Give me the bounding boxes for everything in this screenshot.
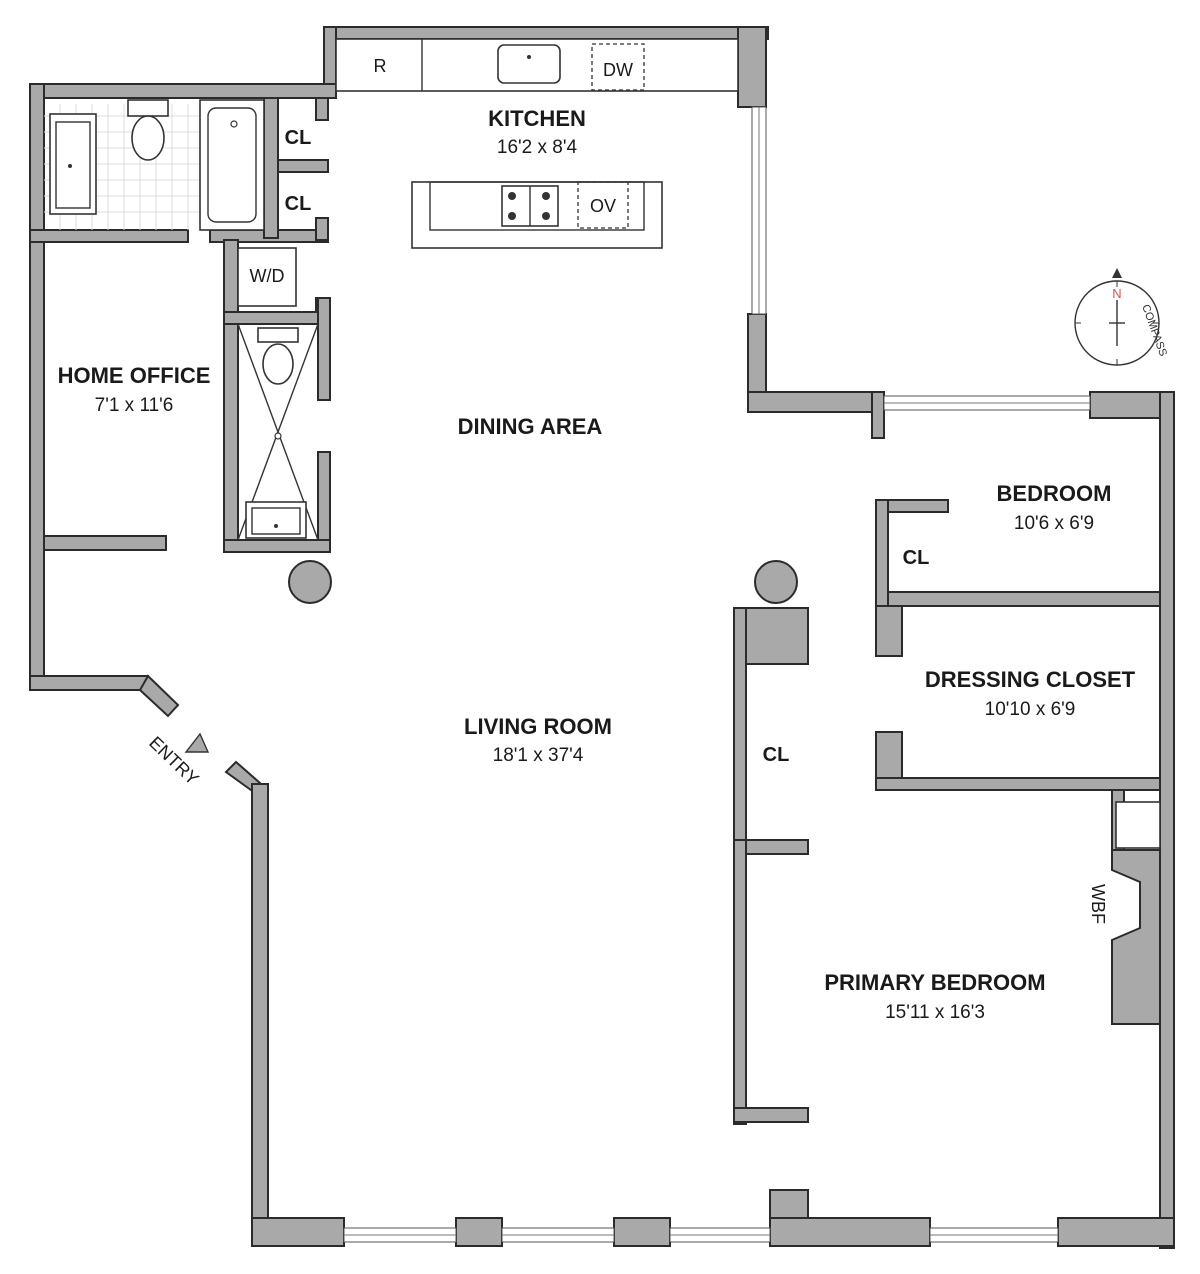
- home-office-name: HOME OFFICE: [58, 363, 211, 388]
- dressing-closet-name: DRESSING CLOSET: [925, 667, 1136, 692]
- toilet-bowl: [131, 115, 165, 161]
- closet-label: CL: [903, 547, 930, 569]
- windows: [343, 106, 1091, 1243]
- powder-toilet-bowl: [262, 343, 294, 385]
- oven-label: OV: [590, 196, 616, 216]
- closet-label: CL: [285, 127, 312, 149]
- laundry-powder: W/D: [237, 247, 319, 541]
- bedroom-name: BEDROOM: [997, 481, 1112, 506]
- room-labels: KITCHEN 16'2 x 8'4 HOME OFFICE 7'1 x 11'…: [58, 106, 1136, 1023]
- toilet-tank: [127, 99, 169, 117]
- living-room-name: LIVING ROOM: [464, 714, 612, 739]
- oven: [577, 181, 629, 229]
- kitchen-dims: 16'2 x 8'4: [497, 137, 578, 158]
- compass-north-label: N: [1112, 286, 1121, 301]
- bathtub: [199, 99, 265, 231]
- dining-area-name: DINING AREA: [458, 414, 603, 439]
- refrigerator-label: R: [374, 56, 387, 76]
- washer-dryer-label: W/D: [250, 266, 285, 286]
- dressing-closet-dims: 10'10 x 6'9: [985, 699, 1076, 720]
- primary-bedroom-dims: 15'11 x 16'3: [885, 1002, 985, 1023]
- fireplace-label: WBF: [1088, 884, 1108, 924]
- entry-arrow-icon: [184, 732, 210, 753]
- closet-label: CL: [285, 193, 312, 215]
- closet-label: CL: [763, 744, 790, 766]
- bedroom-dims: 10'6 x 6'9: [1014, 513, 1094, 534]
- powder-toilet-tank: [257, 327, 299, 343]
- living-room-dims: 18'1 x 37'4: [493, 745, 584, 766]
- main-bathroom: [44, 99, 265, 231]
- primary-bedroom-name: PRIMARY BEDROOM: [824, 970, 1045, 995]
- walls: [29, 26, 1175, 1249]
- kitchen-sink: [497, 44, 561, 84]
- dishwasher-label: DW: [603, 60, 633, 80]
- washer-dryer: [237, 247, 297, 307]
- kitchen-name: KITCHEN: [488, 106, 586, 131]
- column: [288, 560, 332, 604]
- vanity: [49, 113, 97, 215]
- compass-icon: N COMPASS: [1074, 268, 1169, 366]
- column: [754, 560, 798, 604]
- kitchen-fixtures: R DW OV: [335, 38, 739, 249]
- home-office-dims: 7'1 x 11'6: [95, 395, 174, 416]
